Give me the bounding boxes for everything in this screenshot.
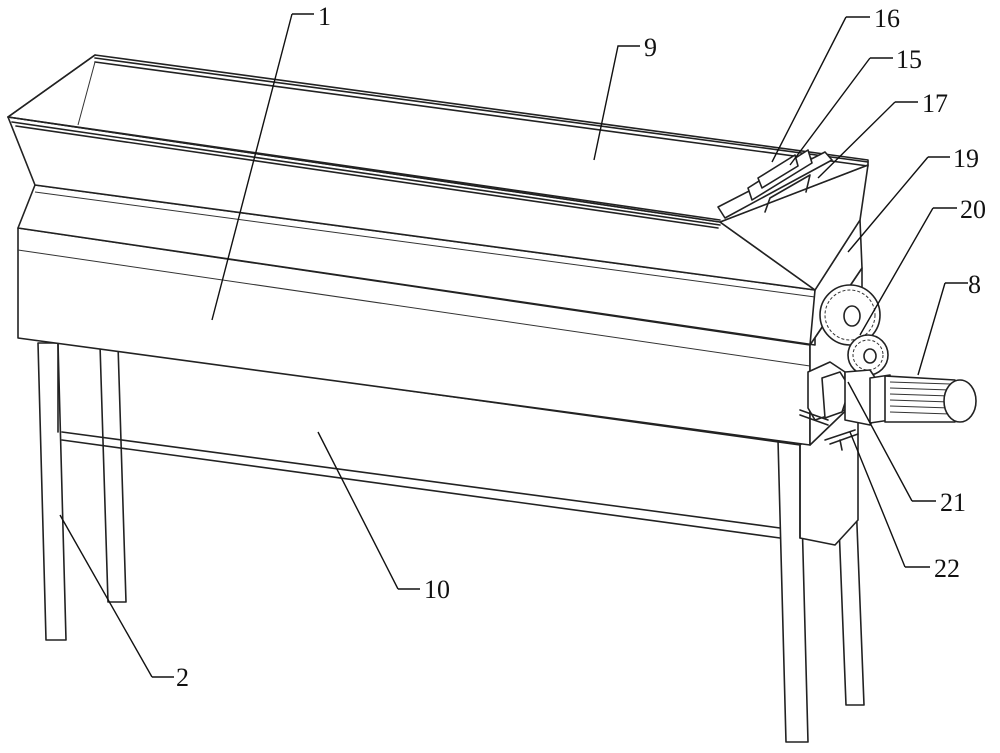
motor (844, 369, 977, 426)
label-part-9: 9 (644, 33, 657, 62)
leader-lines (59, 13, 968, 678)
leg-back-left (99, 344, 127, 603)
label-part-15: 15 (896, 45, 922, 74)
drive-bracket (799, 361, 859, 451)
gear-large (819, 284, 881, 346)
label-part-20: 20 (960, 195, 986, 224)
lower-crossbar (61, 431, 781, 539)
leg-front-left (37, 342, 67, 641)
label-part-21: 21 (940, 488, 966, 517)
label-part-22: 22 (934, 554, 960, 583)
label-part-19: 19 (953, 144, 979, 173)
label-part-10: 10 (424, 575, 450, 604)
label-part-16: 16 (874, 4, 900, 33)
label-part-8: 8 (968, 270, 981, 299)
label-part-1: 1 (318, 2, 331, 31)
slider-assembly (717, 149, 833, 219)
gear-small (847, 334, 889, 376)
label-part-17: 17 (922, 89, 948, 118)
label-part-2: 2 (176, 663, 189, 692)
